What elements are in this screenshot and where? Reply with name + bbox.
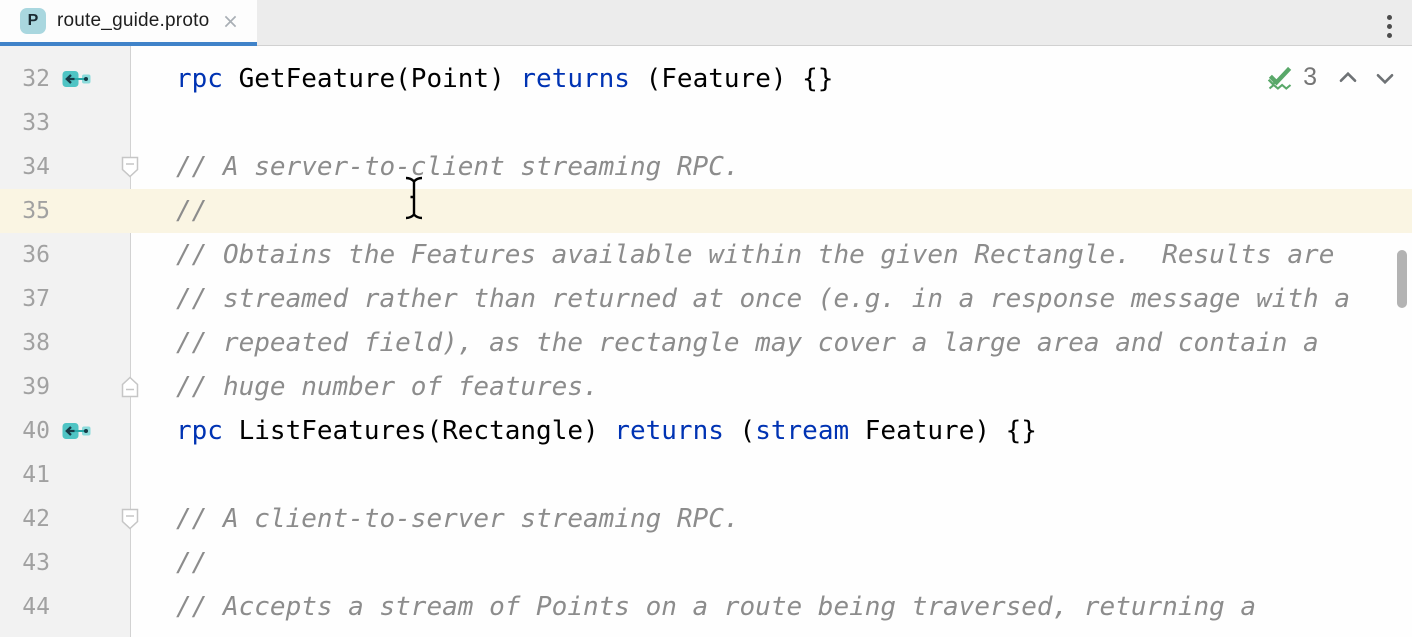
- gutter-icon-slot: [60, 145, 92, 189]
- fold-marker-slot[interactable]: [118, 497, 142, 541]
- editor-line-41: 41: [0, 453, 1412, 497]
- editor-line-43: 43 //: [0, 541, 1412, 585]
- fold-collapse-icon: [121, 508, 139, 530]
- gutter-cell: 36: [0, 233, 130, 277]
- code-line-content[interactable]: rpc ListFeatures(Rectangle) returns (str…: [176, 416, 1037, 446]
- fold-collapse-icon: [121, 156, 139, 178]
- gutter-cell: 41: [0, 453, 130, 497]
- gutter-icon-slot: [60, 365, 92, 409]
- tab-title: route_guide.proto: [57, 10, 210, 31]
- inspections-widget: 3: [1266, 63, 1399, 92]
- gutter-icon-slot[interactable]: [60, 57, 92, 101]
- code-line-content[interactable]: // A client-to-server streaming RPC.: [176, 504, 740, 534]
- gutter-cell: 38: [0, 321, 130, 365]
- fold-expand-icon: [121, 376, 139, 398]
- gutter-cell: 35: [0, 189, 130, 233]
- next-highlight-chevron-down-icon[interactable]: [1371, 64, 1399, 92]
- tab-route-guide-proto[interactable]: P route_guide.proto: [0, 0, 258, 46]
- fold-marker-slot[interactable]: [118, 365, 142, 409]
- editor-line-44: 44 // Accepts a stream of Points on a ro…: [0, 585, 1412, 629]
- editor-tab-bar: P route_guide.proto: [0, 0, 1412, 46]
- editor-line-39: 39 // huge number of features.: [0, 365, 1412, 409]
- code-line-content[interactable]: // Accepts a stream of Points on a route…: [176, 592, 1257, 622]
- gutter-cell: 42: [0, 497, 139, 541]
- editor-line-34: 34 // A server-to-client streaming RPC.: [0, 145, 1412, 189]
- gutter-icon-slot[interactable]: [60, 409, 92, 453]
- code-line-content[interactable]: // huge number of features.: [176, 372, 599, 402]
- gutter-icon-slot: [60, 101, 92, 145]
- code-editor[interactable]: 32 rpc GetFeature(Point) returns (Featur…: [0, 46, 1412, 637]
- gutter-icon-slot: [60, 541, 92, 585]
- gutter-icon-slot: [60, 233, 92, 277]
- previous-highlight-chevron-up-icon[interactable]: [1334, 64, 1362, 92]
- line-number: 32: [22, 66, 50, 92]
- grpc-endpoint-icon: [62, 423, 90, 439]
- code-line-content[interactable]: // repeated field), as the rectangle may…: [176, 328, 1319, 358]
- inspections-ok-icon[interactable]: [1266, 64, 1294, 92]
- code-line-content[interactable]: [130, 453, 1412, 497]
- code-line-content[interactable]: rpc GetFeature(Point) returns (Feature) …: [176, 64, 834, 94]
- line-number: 36: [22, 242, 50, 268]
- gutter-cell: 44: [0, 585, 130, 629]
- gutter-icon-slot: [60, 321, 92, 365]
- gutter-icon-slot: [60, 189, 92, 233]
- gutter-cell: 34: [0, 145, 139, 189]
- editor-gutter: [0, 46, 130, 637]
- code-line-content[interactable]: // A server-to-client streaming RPC.: [176, 152, 740, 182]
- code-line-content[interactable]: // streamed rather than returned at once…: [176, 284, 1350, 314]
- close-tab-icon[interactable]: [222, 13, 239, 30]
- gutter-cell: 43: [0, 541, 130, 585]
- fold-marker-slot[interactable]: [118, 145, 142, 189]
- gutter-cell: 32: [0, 57, 130, 101]
- code-line-content[interactable]: //: [176, 548, 208, 578]
- gutter-cell: 40: [0, 409, 130, 453]
- line-number: 40: [22, 418, 50, 444]
- vertical-scrollbar-thumb[interactable]: [1397, 250, 1407, 308]
- line-number: 38: [22, 330, 50, 356]
- gutter-separator: [130, 46, 131, 637]
- editor-line-35: 35 //: [0, 189, 1412, 233]
- line-number: 41: [22, 462, 50, 488]
- gutter-cell: 37: [0, 277, 130, 321]
- code-line-content[interactable]: // Obtains the Features available within…: [176, 240, 1335, 270]
- gutter-icon-slot: [60, 277, 92, 321]
- grpc-endpoint-icon: [62, 71, 90, 87]
- editor-line-37: 37 // streamed rather than returned at o…: [0, 277, 1412, 321]
- line-number: 39: [22, 374, 50, 400]
- editor-line-40: 40 rpc ListFeatures(Rectangle) returns (…: [0, 409, 1412, 453]
- gutter-icon-slot: [60, 453, 92, 497]
- gutter-icon-slot: [60, 497, 92, 541]
- line-number: 44: [22, 594, 50, 620]
- line-number: 42: [22, 506, 50, 532]
- line-number: 35: [22, 198, 50, 224]
- more-options-icon[interactable]: [1385, 13, 1394, 40]
- gutter-cell: 33: [0, 101, 130, 145]
- code-line-content[interactable]: [130, 101, 1412, 145]
- protobuf-file-icon: P: [20, 8, 46, 34]
- line-number: 43: [22, 550, 50, 576]
- inspections-count: 3: [1303, 63, 1317, 91]
- editor-line-36: 36 // Obtains the Features available wit…: [0, 233, 1412, 277]
- line-number: 37: [22, 286, 50, 312]
- code-line-content[interactable]: //: [176, 196, 208, 226]
- gutter-cell: 39: [0, 365, 139, 409]
- editor-line-33: 33: [0, 101, 1412, 145]
- editor-line-32: 32 rpc GetFeature(Point) returns (Featur…: [0, 57, 1412, 101]
- editor-line-38: 38 // repeated field), as the rectangle …: [0, 321, 1412, 365]
- line-number: 33: [22, 110, 50, 136]
- editor-line-42: 42 // A client-to-server streaming RPC.: [0, 497, 1412, 541]
- editor-lines: 32 rpc GetFeature(Point) returns (Featur…: [0, 46, 1412, 629]
- gutter-icon-slot: [60, 585, 92, 629]
- line-number: 34: [22, 154, 50, 180]
